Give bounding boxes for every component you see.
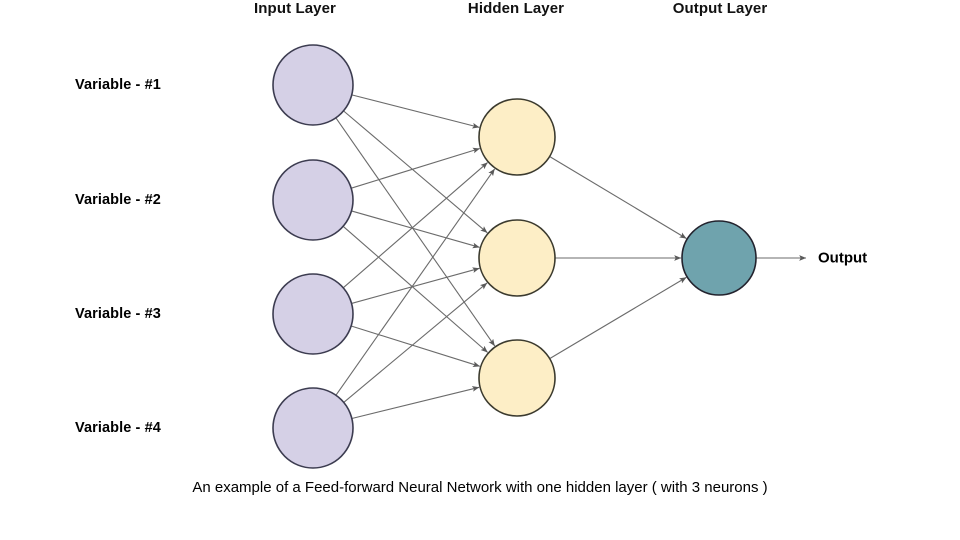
input-variable-label-2: Variable - #2	[75, 192, 161, 208]
edge-input-3-hidden-2	[351, 267, 480, 304]
edge-input-3-hidden-3	[351, 325, 480, 368]
edge-input-4-hidden-3	[351, 386, 480, 420]
layer-title-hidden-layer: Hidden Layer	[467, 0, 565, 17]
hidden-neuron-2[interactable]	[478, 219, 556, 297]
input-neuron-1[interactable]	[272, 44, 354, 126]
input-variable-label-1: Variable - #1	[75, 77, 161, 93]
hidden-neuron-1[interactable]	[478, 98, 556, 176]
edge-input-1-hidden-3	[335, 117, 496, 347]
edge-input-1-hidden-1	[351, 94, 480, 129]
layer-title-output-layer: Output Layer	[672, 0, 768, 17]
edge-hidden-3-output	[549, 276, 687, 360]
edge-input-2-hidden-3	[342, 225, 488, 353]
layer-title-input-layer: Input Layer	[254, 0, 336, 17]
input-neuron-3[interactable]	[272, 273, 354, 355]
edge-input-2-hidden-1	[351, 147, 480, 189]
input-variable-label-3: Variable - #3	[75, 306, 161, 322]
input-neuron-2[interactable]	[272, 159, 354, 241]
output-label: Output	[818, 249, 868, 267]
input-neuron-4[interactable]	[272, 387, 354, 469]
hidden-neuron-3[interactable]	[478, 339, 556, 417]
edge-input-4-hidden-1	[335, 168, 496, 396]
edge-input-1-hidden-2	[343, 110, 488, 234]
edge-input-4-hidden-2	[343, 282, 488, 403]
connection-edges	[335, 94, 807, 420]
edge-input-2-hidden-2	[351, 210, 480, 249]
figure-caption: An example of a Feed-forward Neural Netw…	[192, 479, 768, 496]
neuron-nodes	[272, 44, 757, 469]
input-variable-label-4: Variable - #4	[75, 420, 161, 436]
output-neuron[interactable]	[681, 220, 757, 296]
edge-input-3-hidden-1	[342, 162, 488, 289]
edge-hidden-1-output	[549, 156, 687, 239]
